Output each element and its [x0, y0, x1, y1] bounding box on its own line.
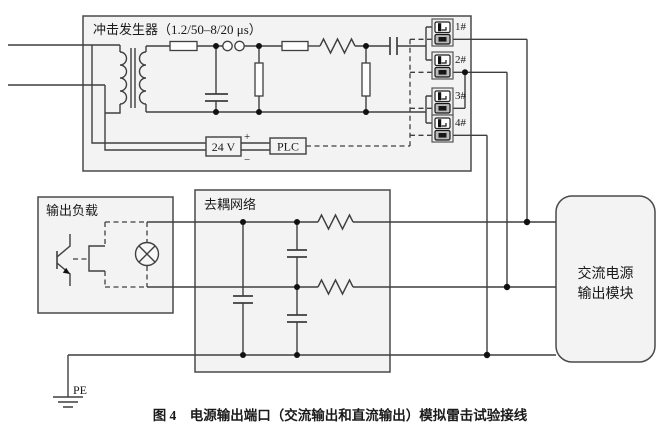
connector-label-1: 1# — [455, 21, 467, 33]
dc-24v-label: 24 V — [212, 140, 236, 154]
connector-module-1 — [431, 18, 454, 47]
output-load-internals — [56, 221, 160, 288]
junction-dots — [213, 43, 531, 359]
dc-24v-box — [205, 136, 242, 157]
resistor-icon — [281, 40, 309, 52]
plc-control-dashed-wires — [306, 38, 435, 147]
switch-contact-icon — [434, 54, 451, 67]
connector-module-4 — [431, 114, 454, 143]
connector-label-4: 4# — [455, 117, 467, 129]
capacitor-icon — [233, 222, 253, 355]
load-box-title: 输出负载 — [46, 203, 98, 218]
connector-label-3: 3# — [455, 90, 467, 102]
inductor-icon — [317, 278, 354, 296]
resistor-icon — [169, 40, 198, 52]
dc-supply-and-plc — [205, 136, 307, 157]
pe-ground — [53, 355, 83, 408]
inductor-icon — [319, 37, 356, 55]
generator-title: 冲击发生器（1.2/50–8/20 μs） — [93, 22, 262, 37]
plc-box — [269, 137, 307, 155]
minus-label: − — [244, 154, 250, 166]
pe-label: PE — [73, 383, 87, 397]
ac-power-output-module-box — [555, 195, 656, 363]
transistor-icon — [56, 234, 71, 286]
connector-module-3 — [431, 87, 454, 116]
transformer-icon — [119, 45, 147, 112]
module-label-line1: 交流电源 — [578, 265, 634, 282]
decoupling-network-box — [194, 189, 391, 373]
switch-contact-icon — [434, 90, 451, 103]
connector-output-wires — [450, 38, 528, 355]
ground-icon — [53, 396, 83, 408]
connector-label-2: 2# — [455, 54, 467, 66]
switch-contact-icon — [434, 117, 451, 130]
figure-caption: 图 4 电源输出端口（交流输出和直流输出）模拟雷击试验接线 — [153, 407, 528, 423]
module-label-line2: 输出模块 — [578, 286, 634, 302]
connector-modules — [431, 18, 454, 143]
generator-shunt-branches — [205, 46, 371, 112]
mains-input-lines — [8, 44, 206, 151]
load-bracket — [88, 245, 105, 272]
generator-top-rail — [146, 37, 426, 55]
decoupling-box-title: 去耦网络 — [204, 197, 256, 212]
plc-label: PLC — [277, 140, 299, 154]
switch-contact-icon — [434, 21, 451, 34]
output-wires-to-module — [68, 213, 556, 356]
connector-module-2 — [431, 51, 454, 80]
lamp-icon — [134, 241, 160, 267]
plus-label: + — [244, 131, 250, 143]
inductor-icon — [317, 213, 354, 231]
